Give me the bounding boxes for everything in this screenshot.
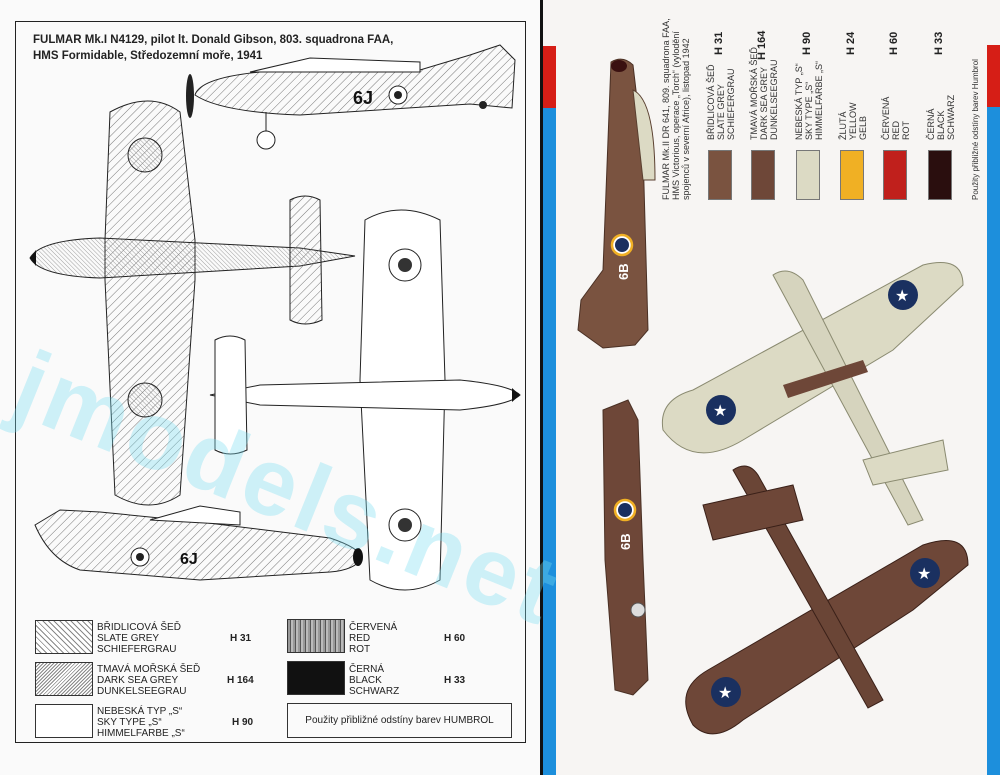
swatch-slate-grey (35, 620, 93, 654)
planform-underside-view (209, 209, 521, 591)
svg-text:★: ★ (917, 566, 931, 583)
swatch-red (287, 619, 345, 653)
scheme-title-mk1: FULMAR Mk.I N4129, pilot lt. Donald Gibs… (33, 32, 393, 64)
svg-text:★: ★ (895, 288, 909, 305)
paint-code: H 164 (227, 675, 254, 686)
paint-code: H 90 (232, 717, 254, 728)
humbrol-note-mk2: Použity přibližné odstíny barev Humbrol (971, 59, 980, 200)
svg-text:★: ★ (718, 685, 732, 702)
aircraft-drawings-mk2: 6B 6B ★★ ★★ (577, 58, 969, 735)
swatch-dark-sea-grey (35, 662, 93, 696)
aircraft-drawings-mk1: 6J 6J (29, 44, 521, 591)
title-line-2: HMS Formidable, Středozemní moře, 1941 (33, 50, 263, 62)
paint-code: H 31 (230, 633, 252, 644)
swatch-black (287, 661, 345, 695)
color-label: NEBESKÁ TYP „S“SKY TYPE „S“HIMMELFARBE „… (794, 60, 824, 140)
svg-text:★: ★ (713, 403, 727, 420)
planform-top-view (29, 100, 356, 506)
edge-strip-blue-right (987, 107, 1000, 775)
planform-sky-underside: ★★ (661, 262, 964, 526)
scheme-title-mk2: FULMAR Mk.II DR 641, 809. squadrona FAA,… (661, 18, 691, 200)
legend-item-sky: NEBESKÁ TYP „S“SKY TYPE „S“HIMMELFARBE „… (97, 706, 185, 739)
side-view-top: 6J (186, 44, 516, 150)
side-view-bottom: 6J (34, 505, 363, 581)
edge-strip-red-right (987, 45, 1000, 107)
swatch-black (928, 150, 952, 200)
paint-code: H 164 (756, 30, 768, 60)
edge-strip-red (543, 46, 556, 108)
swatch-sky (35, 704, 93, 738)
title-line-1: FULMAR Mk.I N4129, pilot lt. Donald Gibs… (33, 34, 394, 46)
paint-code: H 33 (933, 31, 945, 55)
paint-code: H 60 (888, 31, 900, 55)
paint-code: H 33 (444, 675, 466, 686)
swatch-red (883, 150, 907, 200)
page-divider (540, 0, 543, 775)
aircraft-code-bottom: 6J (180, 551, 198, 568)
paint-code: H 31 (713, 31, 725, 55)
edge-strip-blue (543, 108, 556, 775)
aircraft-code-upper: 6B (616, 263, 631, 280)
right-panel-mk2: 6B 6B ★★ ★★ FULMAR Mk.II DR 641, 8 (543, 0, 1000, 775)
side-view-lower-color: 6B (602, 399, 649, 696)
swatch-slate-grey (708, 150, 732, 200)
paint-code: H 60 (444, 633, 466, 644)
paint-code: H 24 (845, 31, 857, 55)
aircraft-code-top: 6J (353, 88, 373, 108)
planform-dark-upper-surface: ★★ (685, 465, 969, 735)
aircraft-code-lower: 6B (618, 533, 633, 550)
side-view-upper-color: 6B (577, 58, 656, 349)
drawing-frame (15, 21, 526, 743)
paint-code: H 90 (801, 31, 813, 55)
left-panel-mk1: FULMAR Mk.I N4129, pilot lt. Donald Gibs… (15, 21, 526, 743)
swatch-yellow (840, 150, 864, 200)
swatch-dark-sea-grey (751, 150, 775, 200)
humbrol-note: Použity přibližné odstíny barev HUMBROL (287, 703, 512, 738)
swatch-sky (796, 150, 820, 200)
